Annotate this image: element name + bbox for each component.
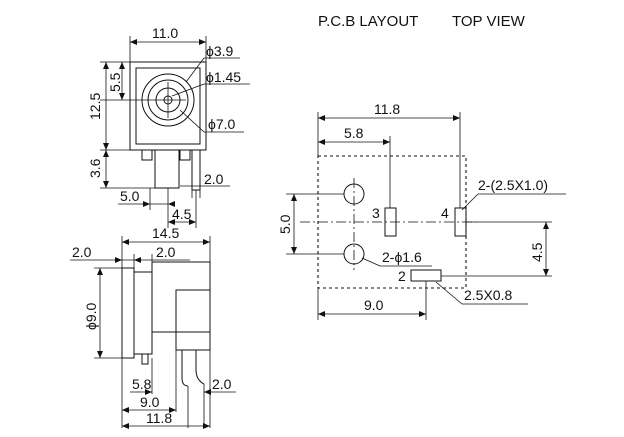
dim-side-d: 11.8: [146, 410, 172, 426]
front-inner: [135, 67, 201, 145]
pcb-dim-pitch: 5.8: [344, 125, 364, 141]
dim-side-length: 14.5: [152, 225, 179, 241]
dim-height-pin: 3.6: [87, 158, 103, 178]
side-pin-1: [181, 350, 189, 387]
side-pin-2: [195, 350, 205, 385]
front-pin-right: [179, 149, 191, 161]
dim-pin-offset2: 4.5: [172, 206, 192, 222]
pcb-slot-2-note: 2.5X0.8: [464, 287, 512, 303]
pcb-slot-2: [410, 269, 442, 282]
dim-side-a: 5.8: [132, 376, 152, 392]
side-rear: [175, 289, 211, 351]
side-peg: [141, 353, 149, 365]
dim-pin-pitch: 2.0: [204, 171, 224, 187]
pcb-slot-4-note: 2-(2.5X1.0): [478, 177, 548, 193]
dim-width: 11.0: [152, 25, 178, 41]
pcb-layout: 3 4 2 11.8 5.8 5.0 4.5 9.0: [277, 101, 566, 320]
pin-4-label: 4: [441, 205, 449, 221]
pcb-slot-3: [384, 207, 397, 237]
dim-side-flange: 2.0: [72, 244, 92, 260]
pin-2-label: 2: [398, 268, 406, 284]
dim-pin-offset: 5.0: [120, 188, 140, 204]
front-pin-left: [141, 149, 153, 161]
front-view: 11.0 ϕ3.9 ϕ1.45 ϕ7.0 12.5 5.5 3.6 2.0: [87, 25, 250, 228]
side-view: 14.5 2.0 2.0 ϕ9.0 5.8 2.0 9.0: [70, 225, 236, 429]
front-pin-center: [154, 149, 180, 189]
dim-height-total: 12.5: [87, 93, 103, 120]
side-flange: [121, 267, 135, 359]
pcb-hole-note: 2-ϕ1.6: [382, 249, 422, 265]
side-collar: [133, 271, 153, 355]
dim-dia-outer: ϕ3.9: [206, 43, 234, 59]
dim-side-c: 9.0: [140, 394, 160, 410]
dim-side-b: 2.0: [212, 376, 232, 392]
dim-dia-body: ϕ7.0: [208, 116, 236, 132]
front-pin-side: [191, 149, 201, 191]
pcb-dim-bottom: 9.0: [364, 297, 384, 313]
side-body: [151, 261, 211, 333]
top-view-title: TOP VIEW: [452, 13, 526, 30]
pin-3-label: 3: [372, 205, 380, 221]
dim-height-center: 5.5: [107, 72, 123, 92]
pcb-dim-width: 11.8: [374, 101, 400, 117]
pcb-layout-title: P.C.B LAYOUT: [318, 13, 418, 30]
dim-dia-pin: ϕ1.45: [206, 69, 241, 85]
pcb-dim-offset: 4.5: [529, 242, 545, 262]
dim-side-flange2: 2.0: [156, 244, 176, 260]
pcb-dim-height: 5.0: [277, 214, 293, 234]
dim-side-dia: ϕ9.0: [83, 302, 99, 330]
